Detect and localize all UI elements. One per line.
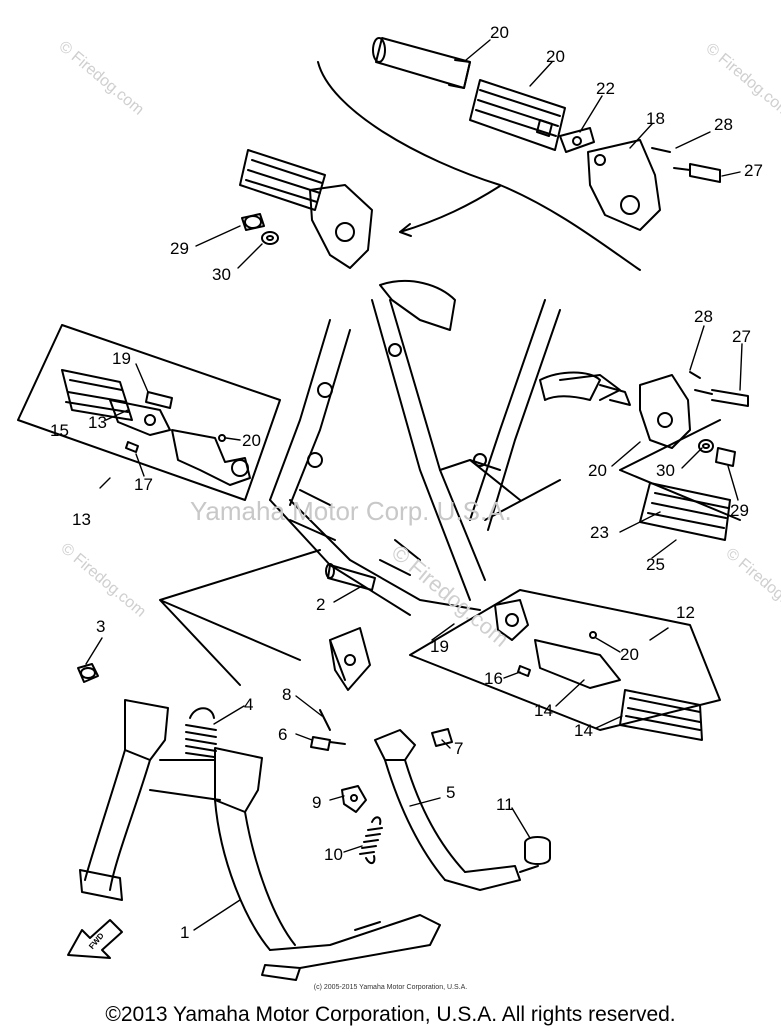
callout-1: 1: [180, 923, 189, 942]
callout-21: 20: [588, 461, 607, 480]
spring-17: [517, 665, 531, 677]
bolt-27-right: [694, 389, 749, 407]
callout-19-left: 19: [112, 349, 131, 368]
nut-29-right: [715, 447, 736, 467]
callout-17: 16: [484, 669, 503, 688]
top-bracket-arrowhead: [399, 223, 412, 237]
copyright-footer: ©2013 Yamaha Motor Corporation, U.S.A. A…: [105, 1003, 676, 1026]
bolt-6: [310, 736, 346, 751]
top-bracket-outline: [317, 61, 641, 271]
plate-9: [341, 785, 367, 813]
callout-16: 15: [50, 421, 69, 440]
nut-29-top: [241, 213, 265, 231]
assembly-21-outline: [619, 419, 741, 521]
callout-28-top: 28: [714, 115, 733, 134]
footrest-mount-left: [171, 429, 251, 486]
callout-2: 2: [316, 595, 325, 614]
watermark-mid-left: © Firedog.com: [57, 540, 148, 621]
spring-4: [185, 707, 217, 758]
footrest-mount-right: [494, 599, 529, 641]
spring-10: [359, 816, 383, 864]
pivot-shaft-2: [325, 563, 376, 591]
main-stand-1: [79, 699, 441, 981]
callout-28-right: 28: [694, 307, 713, 326]
callout-11: 11: [496, 795, 514, 814]
footrest-shaft-24: [372, 37, 471, 89]
callout-14-right: 14: [534, 701, 553, 720]
footrest-bracket-22: [587, 139, 661, 231]
callout-22: 18: [646, 109, 665, 128]
callout-20-right: 20: [620, 645, 639, 664]
callout-3: 3: [96, 617, 105, 636]
leader-lines: [85, 39, 743, 931]
spring-18: [125, 441, 139, 453]
pin-28-top: [651, 147, 671, 153]
rider-footrest-15: [619, 689, 703, 741]
callout-27-right: 27: [732, 327, 751, 346]
side-stand-5: [374, 729, 539, 891]
washer-20-right: [589, 631, 597, 639]
stand-bracket: [329, 627, 371, 691]
footrest-bracket-21: [639, 374, 691, 449]
washer-26: [559, 127, 595, 153]
assembly-12-outline: [409, 589, 721, 731]
nut-3: [77, 663, 99, 683]
passenger-footrest-left: [239, 149, 373, 269]
nut-7: [431, 728, 453, 747]
callout-20-left: 20: [242, 431, 261, 450]
callout-7: 7: [454, 739, 463, 758]
callout-14-left: 13: [88, 413, 107, 432]
callout-labels: 20 20 22 18 28 27 29 30 19 15 13 20 17 1…: [50, 23, 763, 942]
watermarks: © Firedog.com © Firedog.com © Firedog.co…: [55, 38, 781, 652]
guide-lines: [159, 549, 346, 686]
callout-18: 17: [134, 475, 153, 494]
watermark-top-right: © Firedog.com: [702, 40, 781, 121]
callout-10: 10: [324, 845, 343, 864]
footrest-rubber-25-right: [639, 482, 731, 541]
rider-footrest-16: [61, 369, 133, 421]
callout-29-right: 29: [730, 501, 749, 520]
rider-footrest-bar-14-right: [534, 639, 621, 689]
pin-19-left: [145, 391, 173, 409]
watermark-center: Yamaha Motor Corp. U.S.A.: [190, 496, 512, 526]
callout-9: 9: [312, 793, 321, 812]
callout-27-top: 27: [744, 161, 763, 180]
callout-19-right: 19: [430, 637, 449, 656]
bolt-27-top: [673, 163, 721, 183]
callout-6: 6: [278, 725, 287, 744]
parts-diagram: 20 20 22 18 28 27 29 30 19 15 13 20 17 1…: [17, 23, 781, 981]
callout-25-top: 20: [546, 47, 565, 66]
washer-30-right: [698, 439, 714, 453]
watermark-center-small: © Firedog.com: [387, 540, 514, 652]
callout-15: 14: [574, 721, 593, 740]
assembly-13-outline: [17, 324, 281, 501]
callout-26: 22: [596, 79, 615, 98]
pin-28-right: [689, 371, 701, 379]
callout-25-right: 25: [646, 555, 665, 574]
callout-29-top: 29: [170, 239, 189, 258]
callout-4: 4: [244, 695, 253, 714]
callout-30-right: 30: [656, 461, 675, 480]
callout-23: 23: [590, 523, 609, 542]
watermark-top-left: © Firedog.com: [55, 38, 146, 119]
callout-13: 13: [72, 510, 91, 529]
callout-8: 8: [282, 685, 291, 704]
bolt-8: [319, 709, 331, 731]
frame: [269, 279, 631, 616]
callout-30-top: 30: [212, 265, 231, 284]
small-copyright: (c) 2005-2015 Yamaha Motor Corporation, …: [313, 984, 468, 991]
callout-12: 12: [676, 603, 695, 622]
fwd-arrow-icon: [67, 919, 123, 959]
top-bracket-arrow: [399, 185, 501, 233]
washer-30-top: [261, 231, 279, 245]
callout-24: 20: [490, 23, 509, 42]
rider-footrest-bar-14-left: [109, 399, 171, 436]
footrest-rubber-25-top: [469, 79, 566, 151]
callout-5: 5: [446, 783, 455, 802]
rubber-11: [524, 836, 551, 865]
watermark-mid-right: © Firedog.com: [722, 545, 781, 626]
